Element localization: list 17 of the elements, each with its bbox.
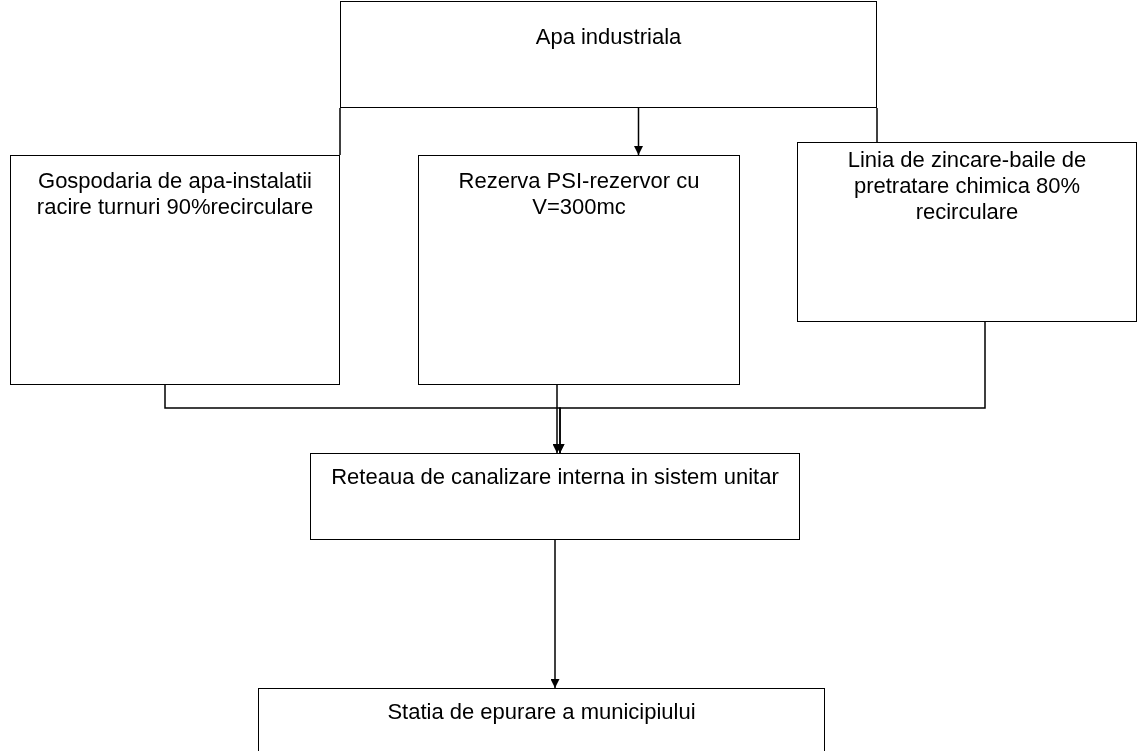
process-box [797, 142, 1137, 322]
process-box [310, 453, 800, 540]
box-label: Apa industriala [535, 24, 682, 50]
box-label: Rezerva PSI-rezervor cu V=300mc [457, 168, 701, 220]
process-box [10, 155, 340, 385]
arrow [634, 107, 643, 156]
process-box [418, 155, 740, 385]
box-label: Linia de zincare-baile de pretratare chimica 80% recirculare [846, 147, 1088, 225]
connector-line [339, 107, 341, 156]
arrow [555, 321, 986, 454]
box-label: Statia de epurare a municipiului [387, 699, 696, 725]
arrow [550, 539, 560, 689]
box-label: Gospodaria de apa-instalatii racire turnuri 90%recirculare [35, 168, 315, 220]
process-box [340, 1, 877, 108]
box-label: Reteaua de canalizare interna in sistem unitar [331, 464, 779, 490]
process-box [258, 688, 825, 751]
connector-line [876, 107, 878, 143]
